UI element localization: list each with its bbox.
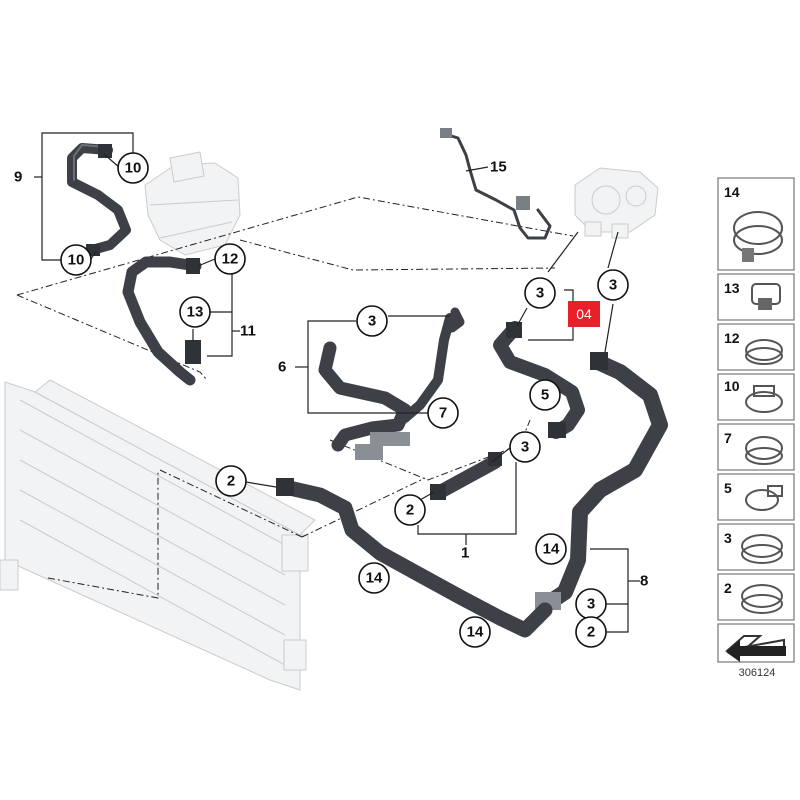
callout-2-mid: 2: [394, 494, 426, 526]
svg-text:3: 3: [521, 439, 529, 456]
assembly-outline: [16, 196, 574, 599]
callout-12: 12: [214, 243, 246, 275]
svg-text:5: 5: [724, 480, 732, 496]
hose-1: [430, 452, 502, 500]
hose-5: [493, 321, 585, 439]
svg-text:14: 14: [724, 184, 740, 200]
svg-text:10: 10: [724, 378, 740, 394]
svg-text:13: 13: [724, 280, 740, 296]
svg-text:10: 10: [68, 252, 85, 269]
callout-13: 13: [179, 296, 211, 328]
svg-text:13: 13: [187, 304, 204, 321]
label-6: 6: [278, 359, 286, 376]
svg-text:14: 14: [543, 541, 560, 558]
callout-10-bottom: 10: [60, 244, 92, 276]
svg-text:14: 14: [366, 570, 383, 587]
legend-item-12: 12: [717, 323, 795, 371]
callout-3-mid: 3: [509, 431, 541, 463]
thermostat-housing: [574, 167, 659, 239]
svg-text:7: 7: [439, 405, 447, 422]
legend-item-14: 14: [717, 177, 795, 271]
legend-item-3: 3: [717, 523, 795, 571]
callout-2-group8: 2: [575, 616, 607, 648]
label-11: 11: [240, 323, 256, 340]
svg-text:12: 12: [222, 251, 239, 268]
reference-number: 306124: [739, 667, 776, 679]
leader-lines: [34, 132, 640, 633]
hose-14: [276, 478, 553, 638]
svg-text:2: 2: [227, 473, 235, 490]
label-1: 1: [461, 545, 469, 562]
svg-text:10: 10: [125, 160, 142, 177]
callout-3-group8: 3: [575, 588, 607, 620]
legend-item-7: 7: [717, 423, 795, 471]
svg-text:14: 14: [467, 624, 484, 641]
svg-text:2: 2: [587, 624, 595, 641]
callout-14-left: 14: [358, 562, 390, 594]
legend-item-13: 13: [717, 273, 795, 321]
svg-text:3: 3: [536, 285, 544, 302]
callout-5: 5: [529, 379, 561, 411]
label-8: 8: [640, 573, 648, 590]
svg-text:3: 3: [587, 596, 595, 613]
callout-14-bottom: 14: [459, 616, 491, 648]
svg-text:3: 3: [609, 277, 617, 294]
legend-item-5: 5: [717, 473, 795, 521]
svg-text:04: 04: [576, 306, 592, 322]
svg-text:3: 3: [368, 313, 376, 330]
callout-3-top: 3: [524, 277, 556, 309]
callout-3-right: 3: [597, 269, 629, 301]
legend-item-2: 2: [717, 573, 795, 621]
callout-3-hose6: 3: [356, 305, 388, 337]
hose-11: [122, 256, 202, 386]
legend-arrow-box: [717, 623, 795, 663]
callout-7: 7: [427, 397, 459, 429]
radiator: [0, 379, 316, 691]
label-15: 15: [490, 159, 507, 176]
legend-item-10: 10: [717, 373, 795, 421]
svg-text:2: 2: [406, 502, 414, 519]
svg-text:2: 2: [724, 580, 732, 596]
parts-legend: 14 13 12 10 7: [717, 177, 795, 663]
arrow-icon: [726, 640, 786, 662]
label-9: 9: [14, 169, 22, 186]
expansion-tank: [144, 151, 241, 256]
badge-04: 04: [568, 301, 600, 327]
sensor-cable: [440, 128, 552, 240]
hose-6: [318, 307, 465, 460]
svg-text:5: 5: [541, 387, 549, 404]
hose-9: [67, 143, 131, 256]
svg-text:3: 3: [724, 530, 732, 546]
callout-2-left: 2: [215, 465, 247, 497]
svg-text:7: 7: [724, 430, 732, 446]
callout-14-right: 14: [535, 533, 567, 565]
svg-text:12: 12: [724, 330, 740, 346]
callout-10-top: 10: [117, 152, 149, 184]
